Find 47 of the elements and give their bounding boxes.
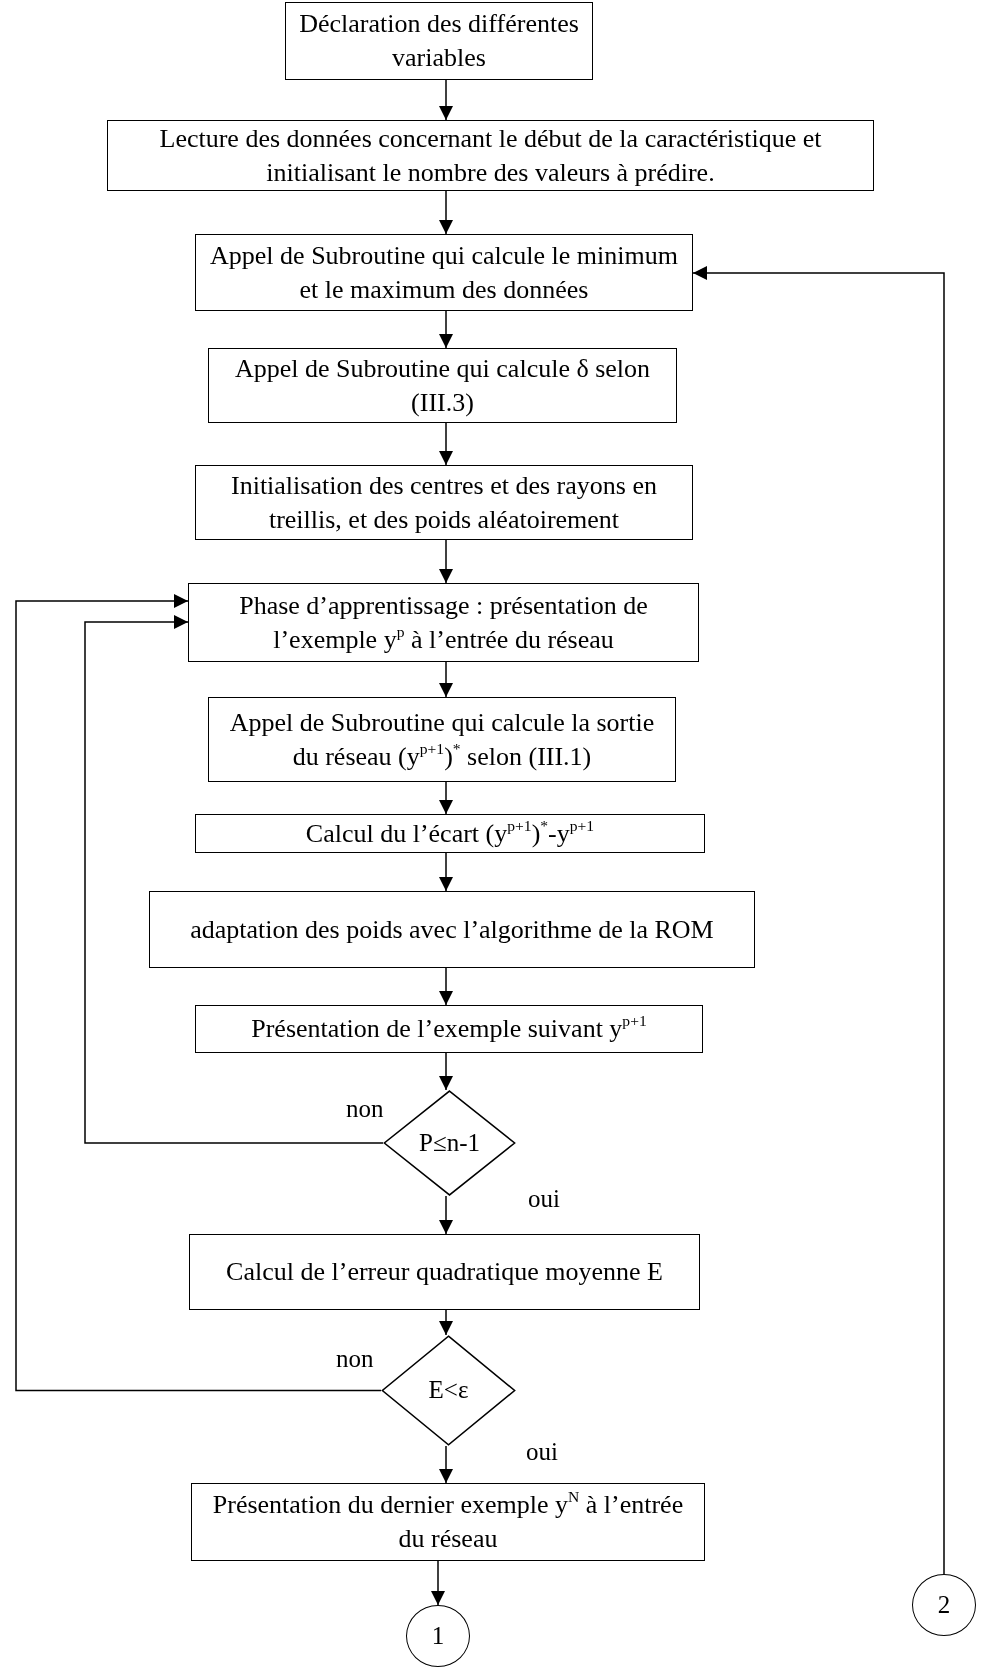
process-box bbox=[208, 348, 677, 423]
node-text: adaptation des poids avec l’algorithme de la ROM bbox=[190, 913, 714, 946]
arrow bbox=[439, 310, 453, 349]
process-box bbox=[189, 1234, 700, 1310]
arrow bbox=[439, 967, 453, 1006]
node-text: Lecture des données concernant le début de la caractéristique et initialisant le nombre des valeurs à prédire. bbox=[158, 122, 823, 189]
node-text: Phase d’apprentissage : présentation de l’exemple y$^{p}$ à l’entrée du réseau bbox=[238, 589, 649, 656]
arrow bbox=[439, 661, 453, 698]
arrow bbox=[439, 422, 453, 466]
node-text: Initialisation des centres et des rayons en treillis, et des poids aléatoirement bbox=[230, 469, 658, 536]
arrow bbox=[439, 539, 453, 584]
process-box bbox=[195, 234, 693, 311]
arrow bbox=[692, 266, 945, 1575]
arrow bbox=[439, 1309, 453, 1336]
arrow bbox=[431, 1560, 445, 1606]
arrow bbox=[439, 1445, 453, 1484]
node-text: P≤n-1 bbox=[419, 1127, 480, 1158]
node-text: Déclaration des différentes variables bbox=[298, 8, 580, 74]
arrow bbox=[84, 615, 384, 1144]
process-box bbox=[107, 120, 874, 191]
node-text: 2 bbox=[937, 1589, 951, 1620]
node-text: E<ε bbox=[428, 1375, 469, 1406]
process-box bbox=[195, 465, 693, 540]
node-text: Calcul du l’écart (y$^{p+1}$)$^{*}$-y$^{p+1}$ bbox=[305, 816, 595, 850]
node-text: Appel de Subroutine qui calcule le minimum et le maximum des données bbox=[209, 239, 679, 306]
node-text: Calcul de l’erreur quadratique moyenne E bbox=[226, 1256, 663, 1289]
arrow bbox=[439, 1195, 453, 1235]
process-box bbox=[195, 814, 705, 853]
arrow bbox=[439, 190, 453, 235]
arrow bbox=[15, 594, 382, 1392]
process-box bbox=[188, 583, 699, 662]
process-box bbox=[208, 697, 676, 782]
arrow bbox=[439, 852, 453, 892]
process-box bbox=[285, 2, 593, 80]
arrow bbox=[439, 781, 453, 815]
node-text: Appel de Subroutine qui calcule la sortie du réseau (y$^{p+1}$)$^{*}$ selon (III.1) bbox=[228, 706, 656, 773]
node-text: Présentation de l’exemple suivant y$^{p+1}$ bbox=[251, 1012, 647, 1046]
node-text: 1 bbox=[431, 1620, 445, 1651]
process-box bbox=[149, 891, 755, 968]
decision-diamond bbox=[383, 1090, 516, 1196]
node-text: Appel de Subroutine qui calcule δ selon (III.3) bbox=[233, 352, 652, 419]
arrow bbox=[439, 79, 453, 121]
arrow bbox=[439, 1052, 453, 1091]
node-text: Présentation du dernier exemple y$^{N}$ à l’entrée du réseau bbox=[211, 1488, 685, 1555]
process-box bbox=[191, 1483, 705, 1561]
decision-diamond bbox=[381, 1335, 516, 1446]
process-box bbox=[195, 1005, 703, 1053]
